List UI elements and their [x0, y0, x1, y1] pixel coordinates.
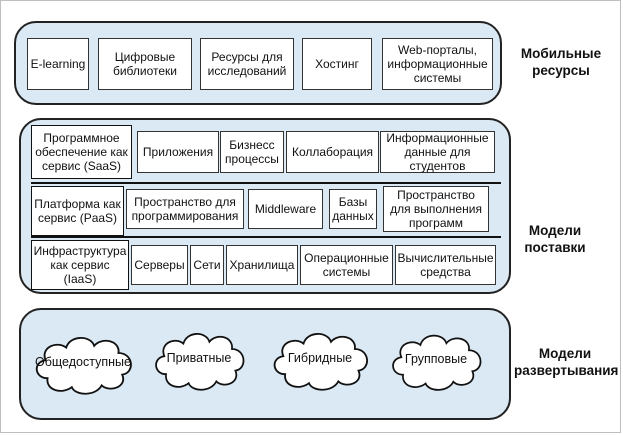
delivery-models-label: Модели поставки — [524, 223, 586, 255]
iaas-item-servers: Серверы — [131, 245, 188, 285]
iaas-lead-box: Инфраструктура как сервис (IaaS) — [31, 240, 129, 290]
cloud-hybrid: Гибридные — [265, 322, 375, 394]
mobile-item-web-portals: Web-порталы, информационные системы — [382, 38, 493, 90]
saas-item-applications: Приложения — [137, 131, 219, 173]
cloud-icon — [35, 337, 132, 395]
mobile-item-hosting: Хостинг — [302, 38, 372, 90]
cloud-icon — [392, 334, 482, 391]
saas-lead-box: Программное обеспечение как сервис (SaaS… — [31, 125, 132, 179]
paas-separator — [31, 236, 501, 238]
iaas-item-computing-resources: Вычислительные средства — [395, 245, 496, 285]
cloud-label: Приватные — [166, 351, 232, 365]
cloud-private: Приватные — [147, 322, 251, 394]
iaas-item-storage: Хранилища — [226, 245, 298, 285]
iaas-item-networks: Сети — [190, 245, 224, 285]
saas-item-collaboration: Коллаборация — [286, 131, 379, 173]
paas-item-execution-space: Пространство для выполнения программ — [383, 186, 489, 232]
deployment-models-label: Модели развертывания — [514, 346, 619, 378]
cloud-icon — [155, 333, 245, 391]
cloud-label: Групповые — [404, 352, 468, 366]
cloud-label: Общедоступные — [35, 355, 131, 369]
saas-item-business-processes: Бизнесс процессы — [220, 131, 284, 173]
iaas-item-operating-systems: Операционные системы — [300, 245, 393, 285]
paas-item-programming-space: Пространство для программирования — [126, 189, 244, 229]
mobile-item-elearning: E-learning — [27, 38, 89, 90]
paas-item-databases: Базы данных — [329, 189, 377, 229]
paas-lead-box: Платформа как сервис (PaaS) — [31, 186, 124, 236]
paas-item-middleware: Middleware — [248, 189, 323, 229]
mobile-item-digital-libraries: Цифровые библиотеки — [98, 38, 192, 90]
cloud-public: Общедоступные — [27, 326, 139, 398]
cloud-icon — [273, 333, 368, 391]
mobile-item-research-resources: Ресурсы для исследований — [200, 38, 294, 90]
saas-separator — [31, 182, 501, 184]
saas-item-student-data: Информационные данные для студентов — [380, 131, 495, 173]
mobile-resources-label: Мобильные ресурсы — [520, 46, 602, 78]
cloud-community: Групповые — [384, 324, 488, 394]
cloud-label: Гибридные — [287, 351, 353, 365]
